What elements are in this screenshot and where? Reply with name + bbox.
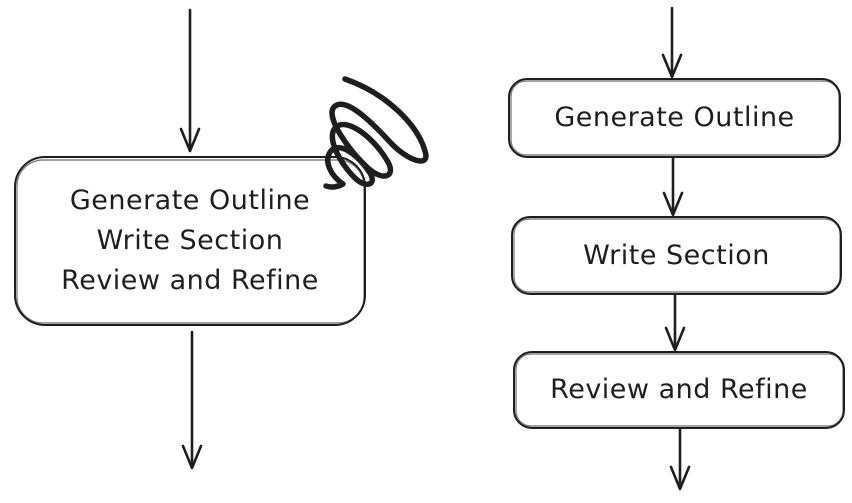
flow-arrow-right-out — [669, 427, 691, 491]
step-box-review-and-refine-sketch-line — [515, 353, 844, 427]
flow-arrow-right-1 — [662, 156, 684, 217]
combined-steps-box-sketch-line — [16, 159, 365, 324]
flow-arrow-right-in — [661, 6, 683, 79]
flow-arrow-right-2 — [664, 293, 686, 352]
step-box-generate-outline-sketch-line — [510, 80, 840, 156]
scribble-mark-icon — [323, 76, 429, 190]
flow-arrow-left-in — [179, 8, 201, 153]
step-box-write-section-sketch-line — [513, 218, 841, 293]
flow-arrow-left-out — [181, 330, 203, 470]
